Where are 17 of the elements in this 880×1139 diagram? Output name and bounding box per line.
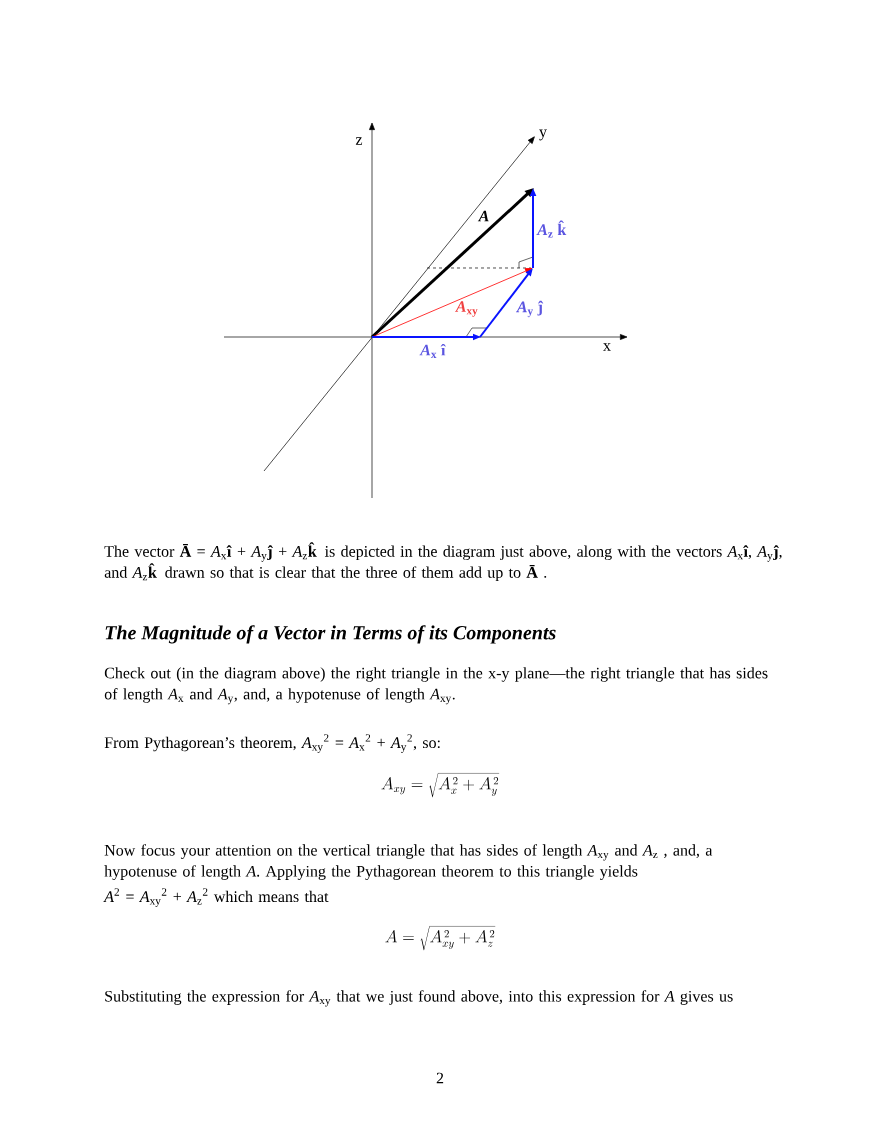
vector-label: A$_{xy}$ bbox=[455, 301, 478, 317]
paragraph: The vector Ā = A$_{x}$î + A$_{y}$ĵ + A$_{z}$k̂ is depicted in the diagram just above, along with the vectors A$_{x}$î, A$_{y}$ĵ, and A$_{z}$k̂ drawn so that is clear that the three of them add up to Ā . bbox=[104, 542, 782, 582]
axis-label: y bbox=[539, 129, 547, 141]
paragraph: From Pythagorean’s theorem, A$_{xy}$$^{2}$ = A$_{x}$$^{2}$ + A$_{y}$$^{2}$, so: bbox=[104, 734, 440, 753]
equation: $A_{xy} = \sqrt{A_{x}^{\,2} + A_{y}^{\,2}}$ bbox=[381, 773, 500, 798]
section-heading: The Magnitude of a Vector in Terms of its Components bbox=[105, 625, 556, 644]
vector-label: A bbox=[477, 210, 489, 222]
axis-label: x bbox=[603, 343, 611, 351]
equation: $A = \sqrt{A_{xy}^{\,2} + A_{z}^{\,2}}$ bbox=[385, 926, 496, 951]
vector-label: A$_{x}$ î bbox=[419, 344, 446, 358]
paragraph: Check out (in the diagram above) the right triangle in the x-y plane—the right triangle that has sides of length A$_{x}$ and A$_{y}$, and, a hypotenuse of length A$_{xy}$. bbox=[104, 667, 768, 705]
paragraph: Substituting the expression for A$_{xy}$ that we just found above, into this expression for A gives us bbox=[105, 990, 733, 1007]
axis-label: z bbox=[355, 137, 363, 145]
vector-label: A$_{y}$ ĵ bbox=[516, 300, 544, 318]
vector-label: A$_{z}$ k̂ bbox=[536, 220, 567, 238]
page-number: 2 bbox=[436, 1072, 444, 1084]
paragraph: A$^{2}$ = A$_{xy}$$^{2}$ + A$_{z}$$^{2}$ which means that bbox=[103, 888, 329, 907]
